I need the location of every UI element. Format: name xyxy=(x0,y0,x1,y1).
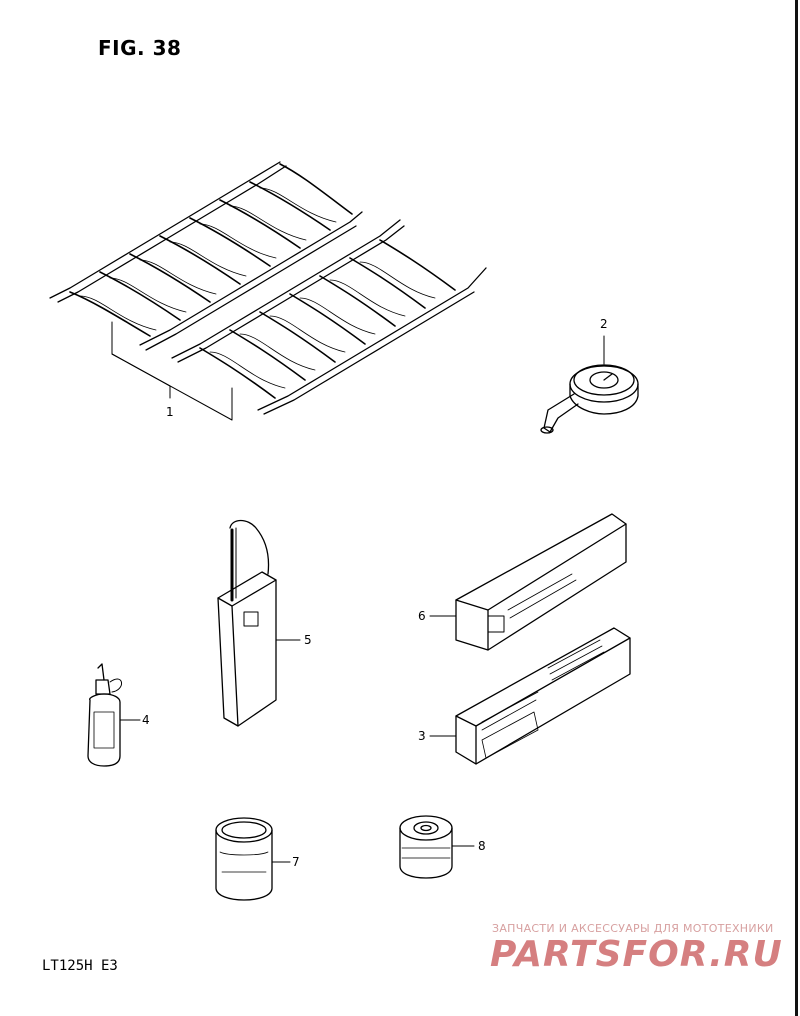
oil-can-icon xyxy=(217,519,301,727)
tire-chain-icon xyxy=(49,161,487,421)
callout-5: 5 xyxy=(304,633,312,647)
callout-6: 6 xyxy=(418,609,426,623)
paint-tin-icon xyxy=(215,817,291,901)
callout-2: 2 xyxy=(600,317,608,331)
model-code: LT125H E3 xyxy=(42,958,118,974)
callout-1: 1 xyxy=(166,405,174,419)
bond-box-icon xyxy=(429,513,627,651)
moly-paste-box-icon xyxy=(429,627,631,765)
watermark-tagline: ЗАПЧАСТИ И АКСЕССУАРЫ ДЛЯ МОТОТЕХНИКИ xyxy=(492,922,774,935)
callout-8: 8 xyxy=(478,839,486,853)
page-edge-divider xyxy=(795,0,798,1016)
oil-bottle-icon xyxy=(87,663,141,767)
callout-7: 7 xyxy=(292,855,300,869)
callout-4: 4 xyxy=(142,713,150,727)
callout-3: 3 xyxy=(418,729,426,743)
watermark-logo: PARTSFOR.RU xyxy=(490,934,783,975)
figure-title: FIG. 38 xyxy=(98,36,182,60)
pressure-gauge-icon xyxy=(540,335,639,434)
grease-tin-icon xyxy=(399,815,475,879)
